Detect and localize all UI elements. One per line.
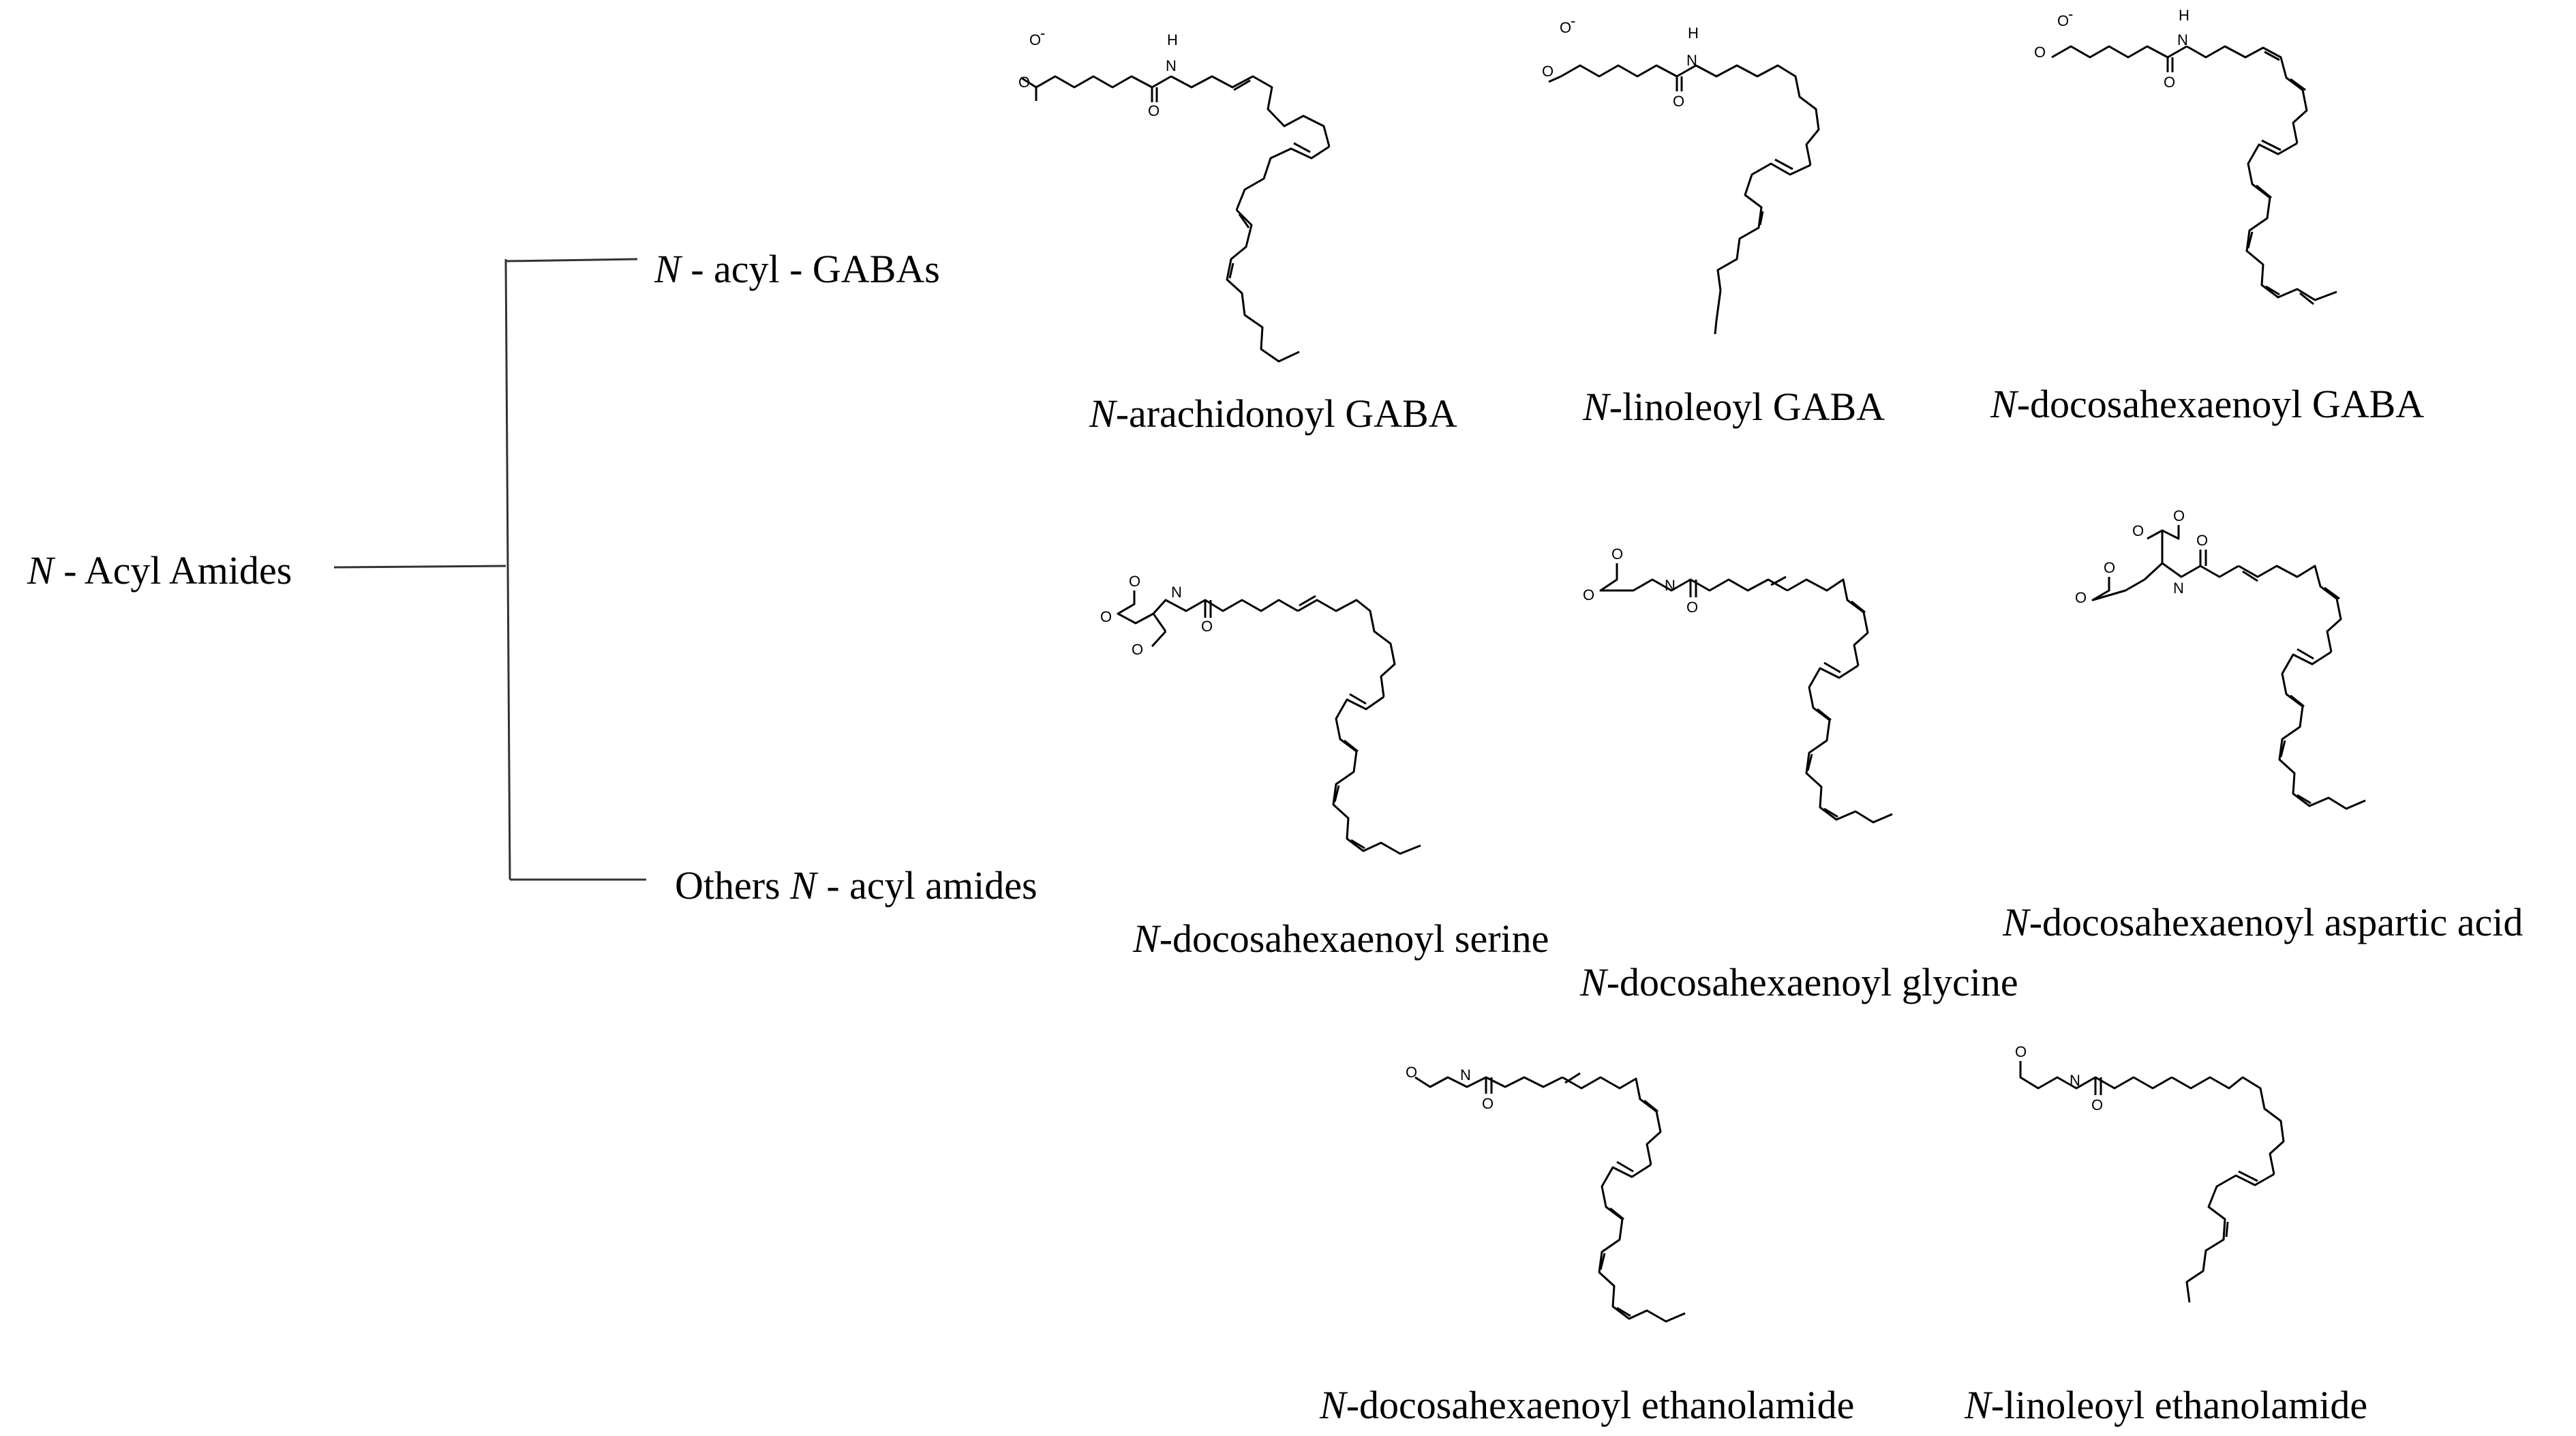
atom-N: N [1665, 577, 1676, 594]
label-n: N [2003, 900, 2029, 944]
atom-N: N [1166, 57, 1177, 74]
label-rest: -docosahexaenoyl glycine [1606, 960, 2018, 1004]
atom-O: O [1611, 545, 1623, 563]
label-n: N [1133, 916, 1160, 961]
atom-H: H [2179, 7, 2189, 24]
root-connector-line [333, 565, 506, 569]
branch-gaba-rest: - acyl - GABAs [680, 247, 940, 291]
atom-N: N [1460, 1066, 1471, 1083]
atom-O: O [2104, 559, 2115, 576]
structure-dha-gaba [2051, 45, 2337, 305]
label-arachidonoyl-gaba: N-arachidonoyl GABA [1089, 394, 1457, 434]
atom-charge-minus: - [2068, 5, 2073, 23]
gaba-branch-line [505, 258, 638, 263]
label-n: N [1580, 960, 1607, 1004]
label-dha-gaba: N-docosahexaenoyl GABA [1990, 385, 2424, 424]
structure-dha-aspartic [2091, 525, 2366, 810]
atom-O: O [2075, 589, 2087, 606]
tree-connectors [333, 258, 646, 881]
atom-O: O [1482, 1095, 1494, 1112]
atom-O: O [2091, 1096, 2103, 1113]
atom-O: O [1148, 102, 1160, 119]
atom-O: O [1132, 641, 1143, 658]
atom-N: N [2173, 580, 2184, 597]
atom-O: O [2015, 1043, 2027, 1060]
atom-O: O [2173, 507, 2185, 524]
structure-dha-ethanolamide [1414, 1072, 1686, 1323]
atom-H: H [1688, 25, 1699, 42]
atom-O: O [1129, 573, 1140, 590]
atom-O: O [2132, 522, 2144, 539]
atom-O: O [1686, 599, 1698, 616]
branch-others-pre: Others [675, 863, 791, 908]
structure-linoleoyl-gaba [1548, 64, 1820, 335]
atom-O: O [1201, 618, 1213, 635]
atom-O: O [1542, 63, 1554, 80]
atom-O: O [2034, 44, 2046, 61]
label-linoleoyl-ethanolamide: N-linoleoyl ethanolamide [1965, 1386, 2367, 1425]
label-n: N [1990, 382, 2017, 426]
root-label-n: N [27, 548, 54, 593]
label-n: N [1583, 385, 1609, 429]
atom-N: N [2070, 1072, 2080, 1089]
atom-O: O [1100, 608, 1112, 625]
structure-dha-glycine [1599, 563, 1893, 824]
branch-others-rest: - acyl amides [816, 863, 1037, 908]
vertical-bracket-line [504, 258, 511, 880]
label-dha-aspartic: N-docosahexaenoyl aspartic acid [2003, 903, 2523, 942]
label-rest: -docosahexaenoyl aspartic acid [2029, 900, 2524, 944]
label-dha-serine: N-docosahexaenoyl serine [1133, 919, 1549, 959]
root-label-acyl-amides: N - Acyl Amides [27, 551, 292, 590]
atom-N: N [1686, 52, 1697, 69]
atom-O: O [1673, 93, 1684, 110]
atom-O-minus: O [1029, 31, 1041, 48]
root-label-rest: - Acyl Amides [53, 548, 292, 593]
branch-label-others: Others N - acyl amides [675, 866, 1037, 906]
structure-dha-serine [1117, 590, 1421, 855]
structure-linoleoyl-ethanolamide [2019, 1061, 2285, 1303]
label-rest: -arachidonoyl GABA [1115, 391, 1457, 436]
branch-label-acyl-gabas: N - acyl - GABAs [654, 250, 940, 289]
atom-charge-minus: - [1040, 25, 1045, 42]
atom-charge-minus: - [1571, 12, 1575, 29]
label-dha-glycine: N-docosahexaenoyl glycine [1580, 963, 2018, 1002]
atom-N: N [1171, 584, 1182, 601]
atom-H: H [1167, 31, 1178, 48]
atom-O-minus: O [2057, 12, 2069, 29]
atom-O: O [1018, 74, 1030, 91]
label-rest: -docosahexaenoyl serine [1159, 916, 1549, 961]
label-n: N [1320, 1383, 1346, 1427]
label-linoleoyl-gaba: N-linoleoyl GABA [1583, 387, 1885, 427]
atom-O-minus: O [1560, 19, 1571, 36]
label-n: N [1965, 1383, 1991, 1427]
structure-arachidonoyl-gaba [1020, 75, 1331, 363]
label-dha-ethanolamide: N-docosahexaenoyl ethanolamide [1320, 1386, 1854, 1425]
label-rest: -linoleoyl ethanolamide [1990, 1383, 2368, 1427]
label-rest: -docosahexaenoyl GABA [2016, 382, 2425, 426]
atom-O: O [2196, 532, 2208, 549]
branch-others-n: N [790, 863, 817, 908]
label-rest: -linoleoyl GABA [1609, 385, 1885, 429]
label-rest: -docosahexaenoyl ethanolamide [1346, 1383, 1855, 1427]
atom-N: N [2177, 31, 2188, 48]
atom-O: O [1583, 586, 1594, 603]
atom-O: O [1406, 1064, 1417, 1081]
atom-O: O [2164, 74, 2175, 91]
branch-gaba-n: N [654, 247, 681, 291]
label-n: N [1089, 391, 1116, 436]
